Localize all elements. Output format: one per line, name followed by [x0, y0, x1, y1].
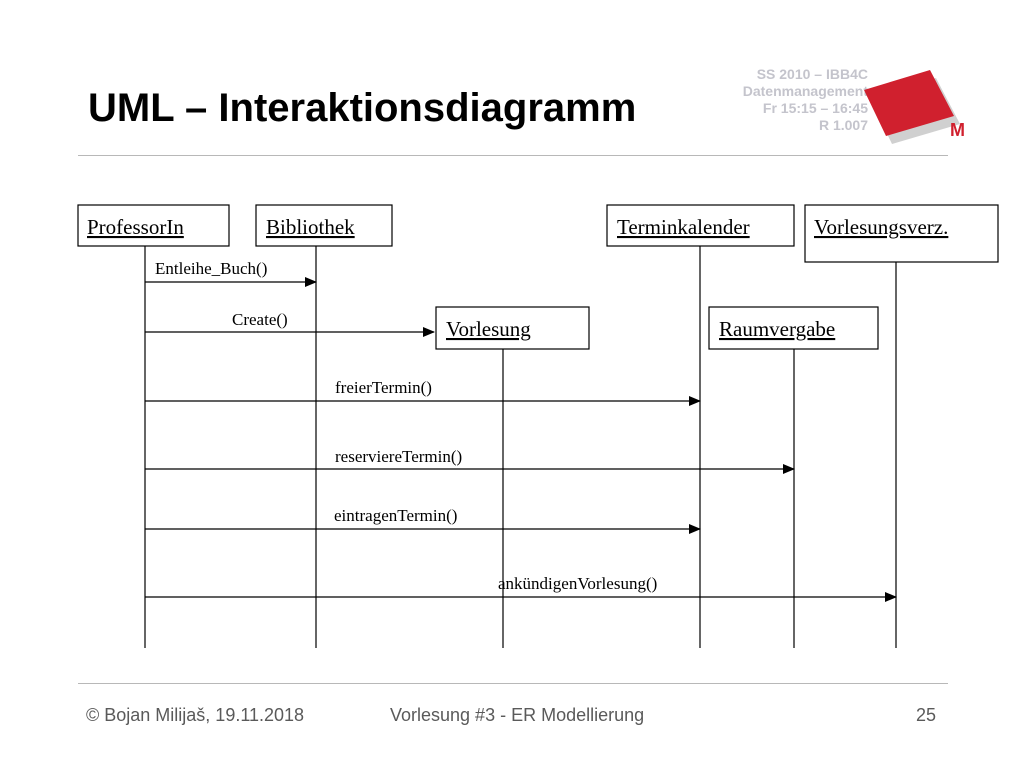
course-info-line: Fr 15:15 – 16:45 — [762, 100, 868, 116]
logo-letter: M — [950, 120, 965, 140]
message-label: Entleihe_Buch() — [155, 259, 267, 278]
message-label: freierTermin() — [335, 378, 432, 397]
object-terminkalender: Terminkalender — [606, 204, 795, 247]
object-label: ProfessorIn — [87, 215, 184, 239]
object-bibliothek: Bibliothek — [255, 204, 393, 247]
message-label: eintragenTermin() — [334, 506, 457, 525]
course-info-line: Datenmanagement — [742, 83, 868, 99]
slide-title: UML – Interaktionsdiagramm — [88, 86, 637, 130]
footer-author: © Bojan Milijaš, 19.11.2018 — [86, 705, 305, 725]
message-label: Create() — [232, 310, 288, 329]
message-entleihe-buch: Entleihe_Buch() — [145, 259, 317, 287]
message-label: reserviereTermin() — [335, 447, 462, 466]
object-professorin: ProfessorIn — [77, 204, 230, 247]
object-label: Raumvergabe — [719, 317, 835, 341]
object-vorlesungsverz: Vorlesungsverz. — [804, 204, 999, 263]
course-info-line: SS 2010 – IBB4C — [756, 66, 868, 82]
object-label: Terminkalender — [617, 215, 750, 239]
object-label: Bibliothek — [266, 215, 355, 239]
course-info: SS 2010 – IBB4C Datenmanagement Fr 15:15… — [743, 66, 868, 134]
logo-shape — [864, 70, 954, 136]
object-raumvergabe: Raumvergabe — [708, 306, 879, 350]
message-ankuendigen-vorlesung: ankündigenVorlesung() — [145, 574, 897, 602]
message-reserviere-termin: reserviereTermin() — [145, 447, 795, 474]
message-eintragen-termin: eintragenTermin() — [145, 506, 701, 534]
message-create: Create() — [145, 310, 435, 337]
message-label: ankündigenVorlesung() — [498, 574, 657, 593]
footer-page-number: 25 — [916, 705, 937, 725]
object-vorlesung: Vorlesung — [435, 306, 590, 350]
header-divider — [78, 155, 948, 156]
message-freier-termin: freierTermin() — [145, 378, 701, 406]
footer-divider — [78, 683, 948, 684]
footer-lecture: Vorlesung #3 - ER Modellierung — [390, 705, 645, 725]
university-logo: M — [864, 70, 965, 144]
object-label: Vorlesungsverz. — [814, 215, 948, 239]
object-label: Vorlesung — [446, 317, 531, 341]
course-info-line: R 1.007 — [818, 117, 868, 133]
